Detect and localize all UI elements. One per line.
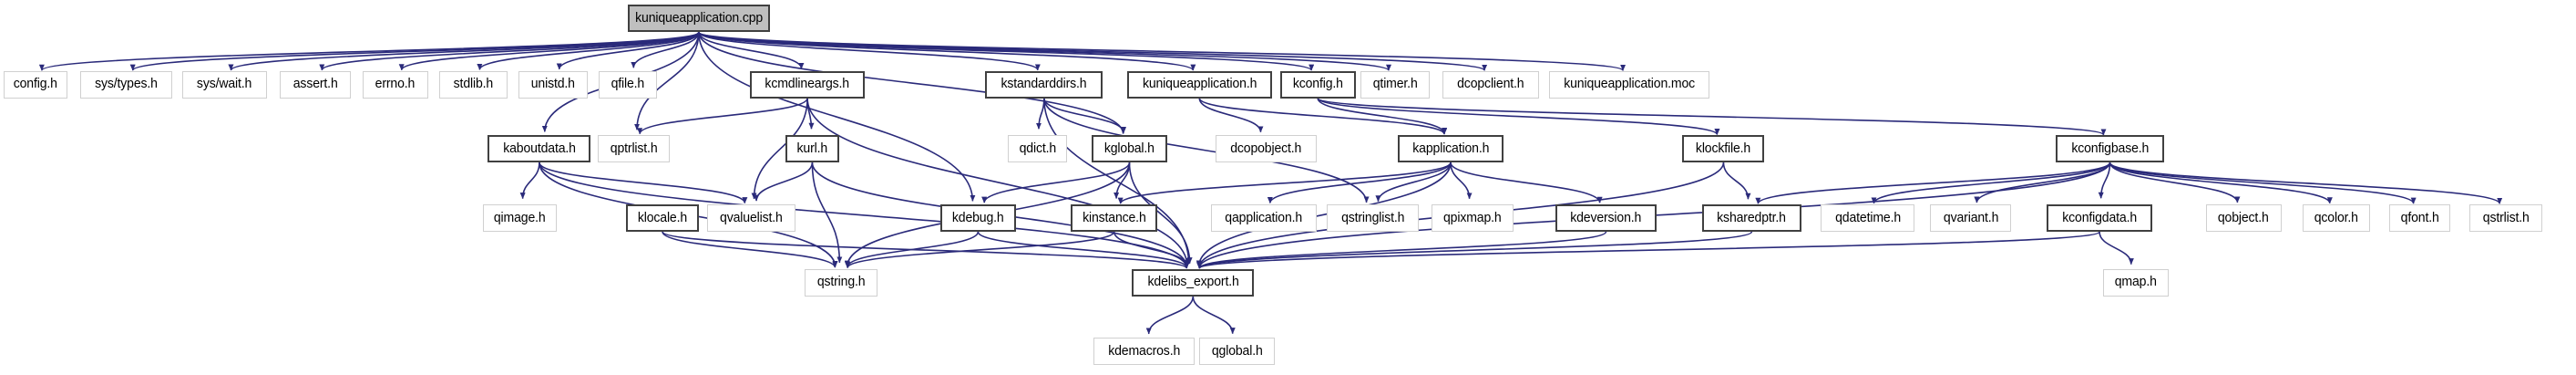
graph-node-label: sys/types.h	[95, 77, 159, 92]
graph-node-label: kglobal.h	[1103, 141, 1155, 156]
graph-node-label: kdemacros.h	[1107, 344, 1180, 359]
graph-node-qdatetime-h[interactable]: qdatetime.h	[1821, 204, 1914, 232]
graph-node-qtimer-h[interactable]: qtimer.h	[1360, 70, 1430, 99]
graph-node-kconfig-h[interactable]: kconfig.h	[1279, 70, 1356, 99]
graph-node-qvariant-h[interactable]: qvariant.h	[1930, 204, 2011, 232]
graph-node-kapplication-h[interactable]: kapplication.h	[1397, 135, 1504, 163]
graph-node-label: qcolor.h	[2314, 210, 2358, 225]
graph-node-label: qimage.h	[494, 210, 547, 225]
graph-node-kstandarddirs-h[interactable]: kstandarddirs.h	[985, 70, 1103, 99]
graph-node-qglobal-h[interactable]: qglobal.h	[1199, 338, 1276, 366]
graph-node-dcopobject-h[interactable]: dcopobject.h	[1215, 135, 1318, 163]
graph-node-label: kconfigdata.h	[2062, 210, 2137, 225]
graph-node-label: kuniqueapplication.moc	[1564, 77, 1695, 92]
graph-node-qpixmap-h[interactable]: qpixmap.h	[1431, 204, 1514, 232]
graph-node-label: errno.h	[375, 77, 416, 92]
graph-node-label: qmap.h	[2114, 275, 2157, 290]
graph-node-label: klocale.h	[637, 210, 688, 225]
graph-node-label: sys/wait.h	[197, 77, 252, 92]
graph-node-kdeversion-h[interactable]: kdeversion.h	[1555, 204, 1657, 232]
graph-node-dcopclient-h[interactable]: dcopclient.h	[1442, 70, 1540, 99]
graph-node-kconfigdata-h[interactable]: kconfigdata.h	[2046, 204, 2153, 232]
graph-node-qobject-h[interactable]: qobject.h	[2205, 204, 2282, 232]
graph-node-label: qobject.h	[2218, 210, 2270, 225]
graph-node-kurl-h[interactable]: kurl.h	[785, 135, 839, 163]
graph-node-label: qptrlist.h	[610, 141, 658, 156]
graph-node-kconfigbase-h[interactable]: kconfigbase.h	[2056, 135, 2164, 163]
graph-node-label: kconfigbase.h	[2071, 141, 2149, 156]
graph-node-label: kdeversion.h	[1570, 210, 1642, 225]
graph-node-kcmdlineargs-h[interactable]: kcmdlineargs.h	[750, 70, 865, 99]
graph-node-kdebug-h[interactable]: kdebug.h	[939, 204, 1016, 232]
graph-node-kuniqueapplication-cpp[interactable]: kuniqueapplication.cpp	[628, 5, 770, 33]
graph-node-label: dcopobject.h	[1230, 141, 1302, 156]
graph-node-label: stdlib.h	[453, 77, 494, 92]
graph-node-label: qstringlist.h	[1340, 210, 1404, 225]
graph-node-qstring-h[interactable]: qstring.h	[805, 268, 877, 297]
graph-node-label: qstrlist.h	[2482, 210, 2530, 225]
graph-node-label: qfile.h	[611, 77, 645, 92]
graph-node-label: kuniqueapplication.cpp	[634, 11, 763, 26]
graph-node-label: qglobal.h	[1211, 344, 1263, 359]
graph-node-label: kinstance.h	[1082, 210, 1146, 225]
graph-node-label: qstring.h	[816, 275, 866, 290]
graph-node-qmap-h[interactable]: qmap.h	[2102, 268, 2169, 297]
graph-node-qstrlist-h[interactable]: qstrlist.h	[2469, 204, 2542, 232]
graph-node-kinstance-h[interactable]: kinstance.h	[1070, 204, 1158, 232]
graph-node-label: kaboutdata.h	[503, 141, 576, 156]
graph-node-sys-wait-h[interactable]: sys/wait.h	[181, 70, 268, 99]
graph-node-kdemacros-h[interactable]: kdemacros.h	[1093, 338, 1196, 366]
graph-node-qimage-h[interactable]: qimage.h	[483, 204, 558, 232]
graph-node-label: qdict.h	[1019, 141, 1057, 156]
graph-node-label: klockfile.h	[1696, 141, 1751, 156]
graph-node-qptrlist-h[interactable]: qptrlist.h	[597, 135, 670, 163]
graph-node-kaboutdata-h[interactable]: kaboutdata.h	[487, 135, 591, 163]
graph-node-label: unistd.h	[530, 77, 575, 92]
graph-node-qdict-h[interactable]: qdict.h	[1008, 135, 1068, 163]
graph-node-label: kdebug.h	[952, 210, 1004, 225]
graph-node-klocale-h[interactable]: klocale.h	[626, 204, 699, 232]
graph-node-qstringlist-h[interactable]: qstringlist.h	[1326, 204, 1419, 232]
graph-node-sys-types-h[interactable]: sys/types.h	[80, 70, 173, 99]
graph-node-label: qdatetime.h	[1834, 210, 1901, 225]
graph-node-label: qapplication.h	[1225, 210, 1303, 225]
graph-node-label: qvaluelist.h	[719, 210, 783, 225]
graph-node-label: kconfig.h	[1292, 77, 1343, 92]
graph-node-ksharedptr-h[interactable]: ksharedptr.h	[1701, 204, 1802, 232]
graph-node-label: kapplication.h	[1411, 141, 1489, 156]
graph-node-klockfile-h[interactable]: klockfile.h	[1682, 135, 1765, 163]
graph-node-label: qfont.h	[2400, 210, 2439, 225]
graph-node-label: kstandarddirs.h	[1001, 77, 1087, 92]
graph-node-label: qtimer.h	[1372, 77, 1418, 92]
graph-node-label: qpixmap.h	[1442, 210, 1502, 225]
graph-node-stdlib-h[interactable]: stdlib.h	[439, 70, 508, 99]
graph-node-label: assert.h	[292, 77, 338, 92]
graph-node-label: kdelibs_export.h	[1147, 275, 1239, 290]
graph-node-label: config.h	[13, 77, 57, 92]
graph-node-kdelibs-export-h[interactable]: kdelibs_export.h	[1132, 268, 1255, 297]
graph-node-qfile-h[interactable]: qfile.h	[599, 70, 657, 99]
graph-node-label: kuniqueapplication.h	[1142, 77, 1257, 92]
graph-node-kuniqueapplication-moc[interactable]: kuniqueapplication.moc	[1548, 70, 1710, 99]
graph-node-label: kurl.h	[796, 141, 828, 156]
graph-node-qvaluelist-h[interactable]: qvaluelist.h	[706, 204, 795, 232]
graph-node-qfont-h[interactable]: qfont.h	[2389, 204, 2451, 232]
graph-node-errno-h[interactable]: errno.h	[362, 70, 428, 99]
graph-node-qcolor-h[interactable]: qcolor.h	[2302, 204, 2370, 232]
graph-node-assert-h[interactable]: assert.h	[280, 70, 352, 99]
graph-node-unistd-h[interactable]: unistd.h	[518, 70, 588, 99]
graph-node-label: dcopclient.h	[1457, 77, 1524, 92]
graph-node-label: qvariant.h	[1943, 210, 1998, 225]
graph-node-label: kcmdlineargs.h	[765, 77, 850, 92]
graph-node-label: ksharedptr.h	[1717, 210, 1787, 225]
graph-node-config-h[interactable]: config.h	[3, 70, 68, 99]
graph-node-qapplication-h[interactable]: qapplication.h	[1210, 204, 1318, 232]
graph-node-kuniqueapplication-h[interactable]: kuniqueapplication.h	[1126, 70, 1272, 99]
graph-node-kglobal-h[interactable]: kglobal.h	[1091, 135, 1167, 163]
